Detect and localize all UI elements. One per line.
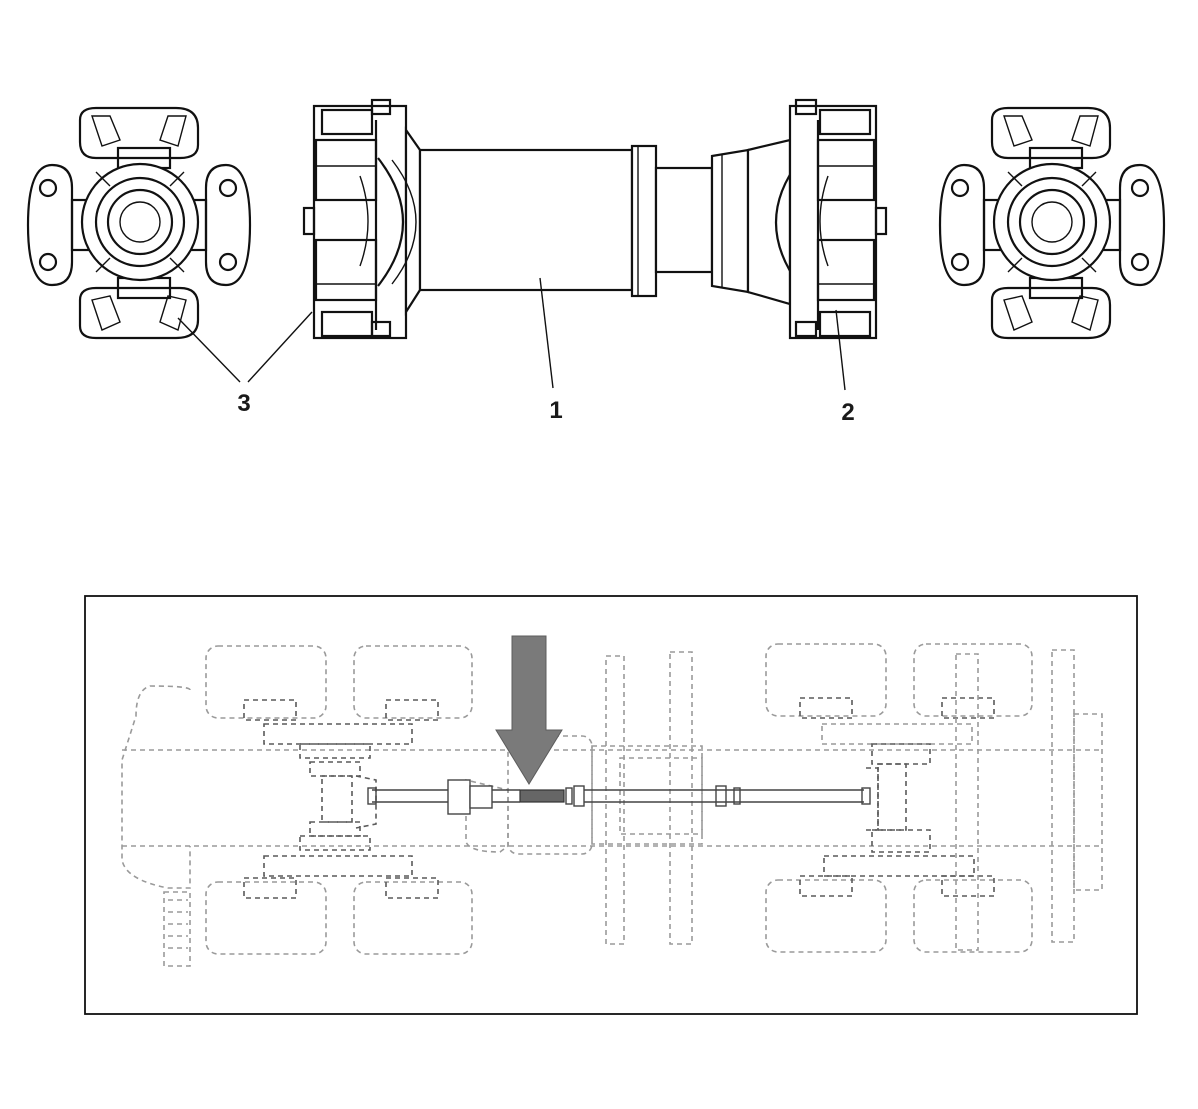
right-spider-joint [938, 106, 1166, 340]
callout-3: 3 [237, 390, 250, 417]
callout-1: 1 [549, 397, 562, 424]
chassis-location-view [84, 595, 1138, 1015]
location-arrow [495, 635, 563, 785]
propeller-shaft-assembly [302, 98, 888, 340]
leader-lines [177, 277, 846, 391]
shaft-exploded-view: 3 1 2 [26, 98, 1166, 426]
left-spider-joint [26, 106, 252, 340]
propeller-shaft-highlight [367, 779, 871, 815]
callout-2: 2 [841, 399, 854, 426]
